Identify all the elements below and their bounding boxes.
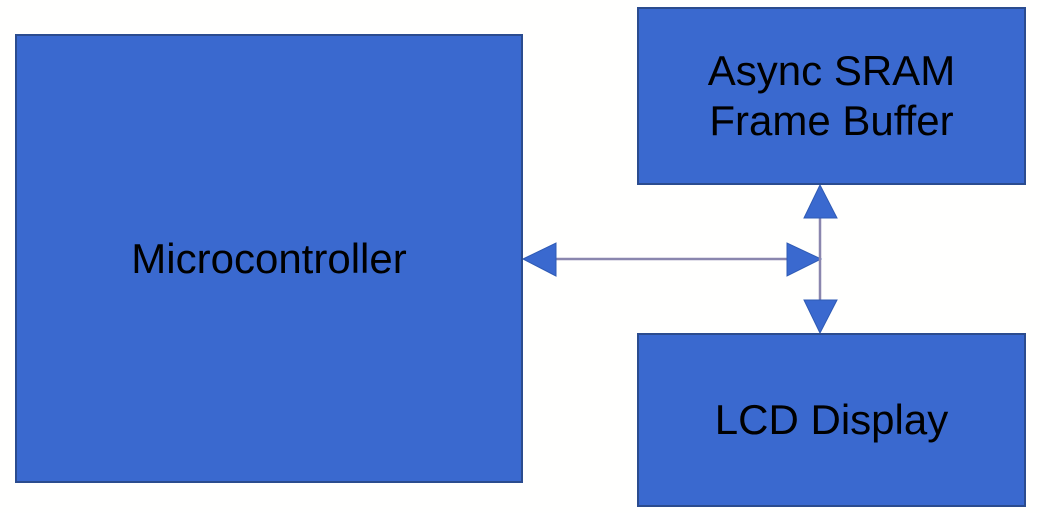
node-lcd-display-label: LCD Display	[714, 396, 949, 444]
arrowhead-right-icon	[786, 242, 823, 277]
node-microcontroller[interactable]: Microcontroller	[15, 34, 523, 483]
connector-sram-lcd	[803, 183, 838, 335]
node-async-sram-frame-buffer-label: Async SRAM Frame Buffer	[707, 47, 956, 144]
connector-mcu-bus	[521, 242, 823, 277]
node-async-sram-frame-buffer[interactable]: Async SRAM Frame Buffer	[637, 7, 1026, 185]
arrowhead-up-icon	[803, 183, 838, 219]
arrowhead-down-icon	[803, 299, 838, 335]
node-microcontroller-label: Microcontroller	[131, 234, 407, 282]
arrowhead-left-icon	[521, 242, 557, 277]
node-lcd-display[interactable]: LCD Display	[637, 333, 1026, 507]
